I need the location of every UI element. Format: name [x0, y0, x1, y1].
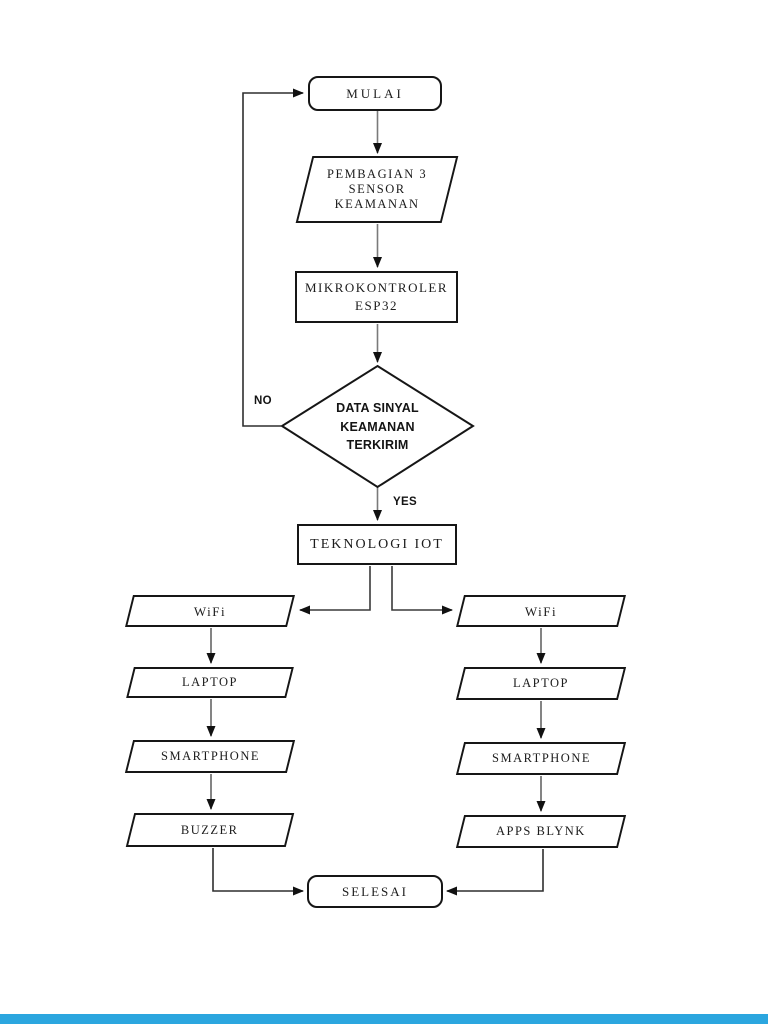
edge-label-yes: YES — [393, 496, 417, 508]
node-label: LAPTOP — [512, 676, 569, 690]
node-label: SMARTPHONE — [160, 749, 260, 763]
node-label: MULAI — [346, 85, 404, 101]
label-line: PEMBAGIAN 3 — [326, 167, 428, 181]
node-label: TEKNOLOGI IOT — [310, 536, 444, 552]
node-label: LAPTOP — [181, 675, 238, 689]
no-loop-arrow — [242, 88, 304, 427]
node-laptop-left: LAPTOP — [126, 667, 294, 698]
label-line: SENSOR — [348, 182, 406, 196]
edge-label-no: NO — [254, 395, 272, 407]
node-label: PEMBAGIAN 3 SENSOR KEAMANAN — [327, 167, 427, 212]
node-buzzer: BUZZER — [125, 813, 295, 847]
node-label: APPS BLYNK — [496, 824, 586, 838]
node-mikrokontroler-esp32: MIKROKONTROLER ESP32 — [295, 271, 458, 323]
label-line: DATA SINYAL — [336, 401, 419, 415]
node-label: WiFi — [524, 603, 558, 619]
label-line: TERKIRIM — [346, 438, 409, 452]
arrow-iot-to-wifi-left — [299, 566, 371, 615]
node-label: BUZZER — [181, 822, 239, 837]
node-label: SMARTPHONE — [491, 751, 591, 765]
node-apps-blynk: APPS BLYNK — [455, 815, 627, 848]
node-label: WiFi — [193, 603, 227, 619]
arrow-iot-to-wifi-right — [391, 566, 453, 615]
node-smartphone-left: SMARTPHONE — [124, 740, 296, 773]
node-label: SELESAI — [342, 883, 408, 899]
arrow-blynk-to-selesai — [446, 849, 544, 896]
node-laptop-right: LAPTOP — [455, 667, 627, 700]
label-line: ESP32 — [355, 298, 398, 313]
arrow-buzzer-to-selesai — [212, 848, 304, 896]
node-wifi-left: WiFi — [125, 595, 295, 627]
node-end-selesai: SELESAI — [307, 875, 443, 908]
node-pembagian-sensor: PEMBAGIAN 3 SENSOR KEAMANAN — [295, 156, 459, 223]
viewer-footer-bar — [0, 1014, 768, 1024]
node-wifi-right: WiFi — [456, 595, 626, 627]
node-teknologi-iot: TEKNOLOGI IOT — [297, 524, 457, 565]
label-line: KEAMANAN — [340, 419, 415, 434]
node-smartphone-right: SMARTPHONE — [455, 742, 627, 775]
node-decision-data-sinyal: DATA SINYAL KEAMANAN TERKIRIM — [297, 399, 458, 455]
node-start-mulai: MULAI — [308, 76, 442, 111]
label-line: MIKROKONTROLER — [304, 280, 449, 295]
label-line: KEAMANAN — [334, 197, 420, 211]
iot-split-arrows — [299, 566, 453, 615]
